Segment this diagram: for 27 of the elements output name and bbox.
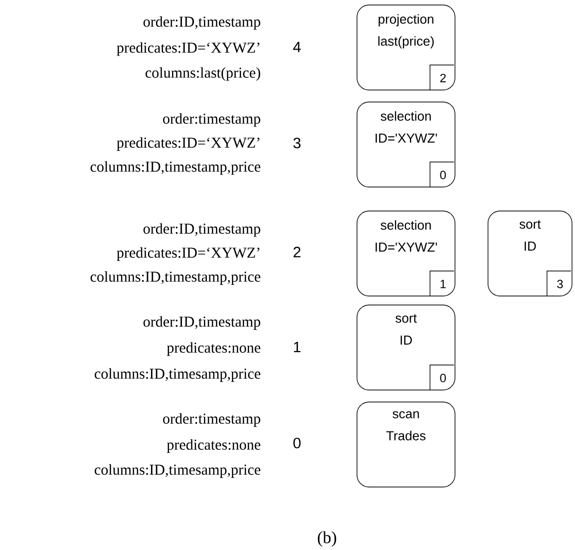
- level-number: 4: [293, 42, 301, 52]
- property-text: predicates:none: [166, 439, 260, 453]
- corner-number: 2: [430, 64, 454, 90]
- property-text: order:ID,timestamp: [143, 223, 260, 237]
- level-number: 2: [294, 246, 300, 258]
- corner-number: 0: [430, 162, 454, 188]
- level-number: 0: [293, 438, 301, 448]
- property-text: predicates:ID=‘XYWZ’: [116, 247, 260, 261]
- property-text: order:timestamp: [163, 113, 260, 127]
- operator-box: scan Trades: [356, 402, 456, 488]
- property-text: columns:ID,timestamp,price: [90, 271, 260, 285]
- corner-number: 3: [546, 270, 572, 296]
- caption: (b): [318, 531, 336, 547]
- property-text: columns:last(price): [146, 67, 260, 81]
- corner-number: 0: [430, 364, 454, 390]
- property-text: order:timestamp: [163, 413, 260, 427]
- property-text: columns:ID,timesamp,price: [94, 368, 260, 382]
- property-text: predicates:ID=‘XYWZ’: [116, 137, 260, 151]
- property-text: order:ID,timestamp: [143, 16, 260, 30]
- property-text: predicates:ID=‘XYWZ’: [116, 42, 260, 56]
- property-text: columns:ID,timestamp,price: [90, 161, 260, 175]
- property-text: columns:ID,timesamp,price: [94, 464, 260, 478]
- corner-number: 1: [430, 270, 454, 296]
- property-text: order:ID,timestamp: [143, 316, 260, 330]
- property-text: predicates:none: [166, 342, 260, 356]
- level-number: 1: [294, 342, 300, 352]
- level-number: 3: [293, 138, 301, 148]
